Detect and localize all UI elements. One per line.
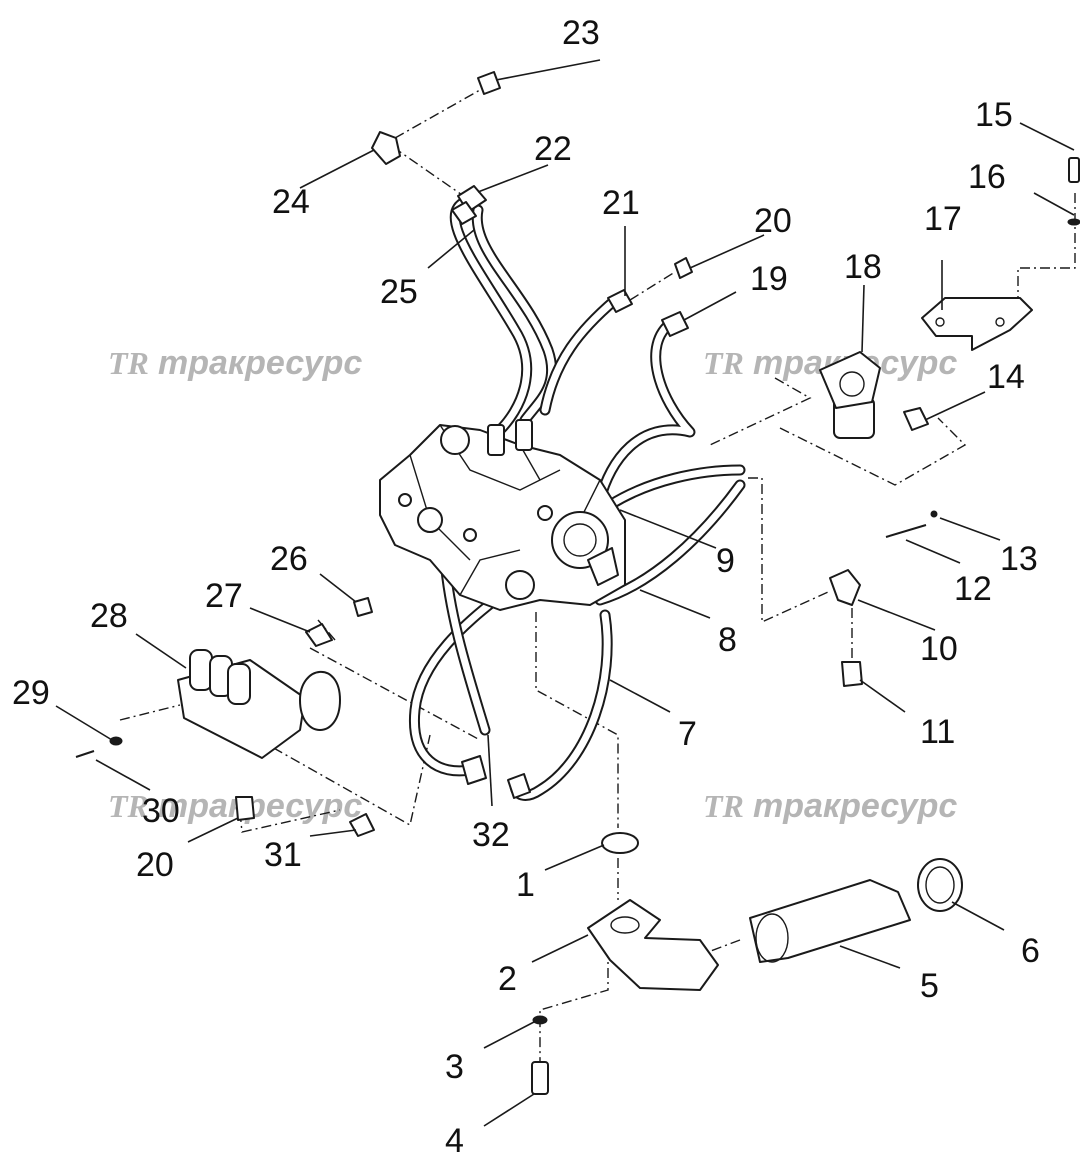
callouts: 1 2 3 4 5 6 7 8 9 10 11 12 13 14 15 16 1…: [12, 14, 1040, 1160]
hoses: [408, 194, 746, 801]
callout-5: 5: [920, 967, 939, 1005]
callout-1: 1: [516, 866, 535, 904]
callout-3: 3: [445, 1048, 464, 1086]
callout-7: 7: [678, 715, 697, 753]
callout-15: 15: [975, 96, 1013, 134]
callout-22: 22: [534, 130, 572, 168]
callout-32: 32: [472, 816, 510, 854]
callout-6: 6: [1021, 932, 1040, 970]
callout-18: 18: [844, 248, 882, 286]
pump-assembly: [379, 419, 626, 611]
callout-27: 27: [205, 577, 243, 615]
callout-11: 11: [920, 713, 955, 751]
watermark-logo: TR: [703, 788, 744, 824]
callout-10: 10: [920, 630, 958, 668]
callout-20-upper: 20: [754, 202, 792, 240]
callout-12: 12: [954, 570, 992, 608]
callout-25: 25: [380, 273, 418, 311]
watermark-text: тракресурс: [158, 787, 362, 825]
fittings: [75, 71, 1080, 1095]
callout-2: 2: [498, 960, 517, 998]
watermark-text: тракресурс: [158, 344, 362, 382]
assembly-lines: [119, 89, 1076, 1064]
callout-13: 13: [1000, 540, 1038, 578]
watermark-text: тракресурс: [753, 787, 957, 825]
callout-20-lower: 20: [136, 846, 174, 884]
callout-8: 8: [718, 621, 737, 659]
watermark-logo: TR: [703, 345, 744, 381]
callout-23: 23: [562, 14, 600, 52]
callout-17: 17: [924, 200, 962, 238]
callout-4: 4: [445, 1122, 464, 1160]
callout-31: 31: [264, 836, 302, 874]
callout-24: 24: [272, 183, 310, 221]
callout-26: 26: [270, 540, 308, 578]
watermark-logo: TR: [108, 345, 149, 381]
watermark-left-upper: TR тракресурс: [108, 344, 362, 382]
callout-14: 14: [987, 358, 1025, 396]
watermark-left-lower: TR тракресурс: [108, 787, 362, 825]
callout-29: 29: [12, 674, 50, 712]
watermark-logo: TR: [108, 788, 149, 824]
callout-9: 9: [716, 542, 735, 580]
callout-28: 28: [90, 597, 128, 635]
callout-16: 16: [968, 158, 1006, 196]
callout-19: 19: [750, 260, 788, 298]
watermark-right-lower: TR тракресурс: [703, 787, 957, 825]
callout-21: 21: [602, 184, 640, 222]
callout-30: 30: [142, 792, 180, 830]
leader-lines: [55, 59, 1075, 1127]
